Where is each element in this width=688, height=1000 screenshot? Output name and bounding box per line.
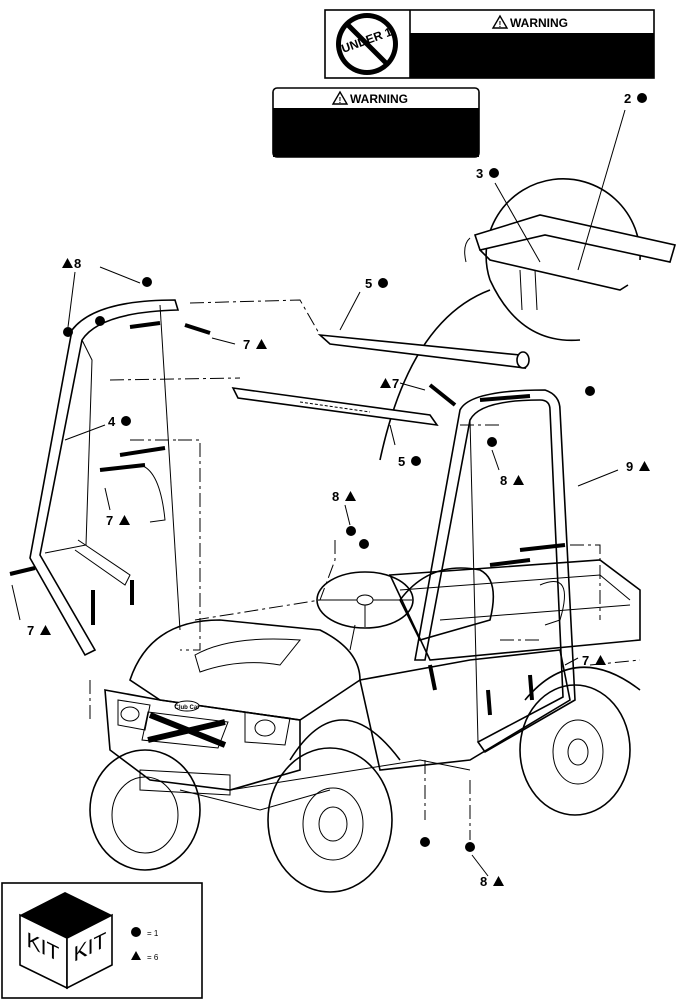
- triangle-symbol-icon: [595, 655, 606, 665]
- callout-item-7: 7: [380, 376, 399, 391]
- callout-number: 8: [500, 473, 507, 488]
- callout-item-7: 7: [582, 653, 606, 668]
- callout-number: 7: [27, 623, 34, 638]
- callout-item-8: 8: [332, 489, 356, 504]
- callout-item-5: 5: [365, 276, 388, 291]
- triangle-symbol-icon: [513, 475, 524, 485]
- triangle-symbol-icon: [380, 378, 391, 388]
- callout-item-8: 8: [500, 473, 524, 488]
- triangle-symbol-icon: [119, 515, 130, 525]
- triangle-symbol-icon: [62, 258, 73, 268]
- warning-decal-under-16: ! WARNING UNDER 1: [324, 9, 655, 79]
- triangle-symbol-icon: [639, 461, 650, 471]
- utility-vehicle: Club Car: [89, 559, 641, 893]
- legend-circle-qty: = 1: [147, 929, 159, 938]
- callout-item-4: 4: [108, 414, 131, 429]
- callout-item-7: 7: [27, 623, 51, 638]
- callout-item-7: 7: [243, 337, 267, 352]
- callout-number: 7: [106, 513, 113, 528]
- callout-number: 5: [398, 454, 405, 469]
- svg-text:!: !: [499, 20, 502, 29]
- warning-triangle-icon: !: [331, 90, 349, 105]
- callout-number: 5: [365, 276, 372, 291]
- circle-symbol-icon: [411, 456, 421, 466]
- front-right-wheel: [267, 747, 393, 893]
- callout-item-8: 8: [62, 256, 81, 271]
- warning-decal-rollbar: ! WARNING: [272, 87, 480, 158]
- kit-box-icon: KIT KIT: [19, 892, 113, 990]
- callout-item-5: 5: [398, 454, 421, 469]
- svg-text:!: !: [339, 96, 342, 105]
- callout-number: 9: [626, 459, 633, 474]
- callout-item-3: 3: [476, 166, 499, 181]
- club-car-badge: Club Car: [174, 705, 200, 711]
- callout-number: 7: [392, 376, 399, 391]
- triangle-symbol-icon: [493, 876, 504, 886]
- callout-item-8: 8: [480, 874, 504, 889]
- callout-number: 7: [582, 653, 589, 668]
- circle-symbol-icon: [131, 927, 141, 937]
- circle-symbol-icon: [489, 168, 499, 178]
- kit-legend: KIT KIT = 1 = 6: [1, 882, 203, 999]
- legend-triangle-qty: = 6: [147, 953, 159, 962]
- callout-item-9: 9: [626, 459, 650, 474]
- hardware-nuts: [63, 277, 595, 852]
- rear-wheel: [519, 684, 631, 816]
- rollbar-hoop-left: [29, 299, 181, 657]
- rollbar-hoop-right: [414, 389, 576, 754]
- callout-labels: 2 3 8 5 7 7 4 5 8 9 7 8 7 7 8: [27, 91, 650, 889]
- hardware-bolts: [9, 321, 566, 716]
- triangle-symbol-icon: [131, 951, 141, 960]
- triangle-symbol-icon: [40, 625, 51, 635]
- callout-number: 2: [624, 91, 631, 106]
- callout-number: 8: [480, 874, 487, 889]
- callout-number: 7: [243, 337, 250, 352]
- triangle-symbol-icon: [256, 339, 267, 349]
- circle-symbol-icon: [637, 93, 647, 103]
- circle-symbol-icon: [378, 278, 388, 288]
- callout-leaders: [11, 109, 626, 877]
- triangle-symbol-icon: [345, 491, 356, 501]
- no-under-16-icon: UNDER 1: [336, 13, 398, 75]
- circle-symbol-icon: [121, 416, 131, 426]
- front-left-wheel: [89, 749, 201, 871]
- roof-crossbar-front: [231, 387, 439, 427]
- assembly-guide-lines: [89, 299, 641, 840]
- warning-header-1: WARNING: [510, 16, 568, 30]
- callout-number: 8: [332, 489, 339, 504]
- warning-header-2: WARNING: [350, 92, 408, 106]
- warning-triangle-icon: !: [491, 14, 509, 29]
- callout-item-2: 2: [624, 91, 647, 106]
- callout-number: 4: [108, 414, 116, 429]
- callout-item-7: 7: [106, 513, 130, 528]
- roof-crossbar-rear: [317, 333, 530, 369]
- callout-number: 8: [74, 256, 81, 271]
- callout-number: 3: [476, 166, 483, 181]
